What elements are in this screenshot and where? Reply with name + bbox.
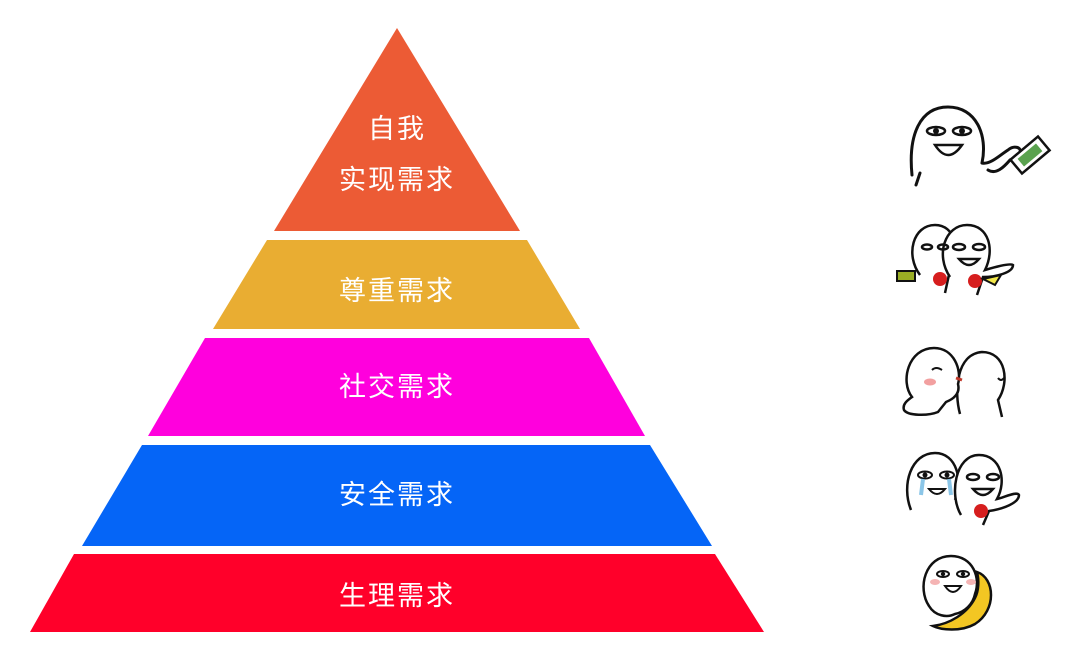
label-self-actualization-line1: 自我 — [368, 114, 426, 145]
label-physiological: 生理需求 — [339, 581, 455, 612]
layer-physiological — [30, 554, 764, 632]
layer-esteem — [213, 240, 580, 329]
two-figures-hugging-icon — [902, 346, 1006, 418]
layer-safety — [82, 445, 712, 546]
two-faces-with-arrows-icon — [896, 223, 1015, 296]
face-holding-banana-icon — [922, 554, 993, 631]
label-self-actualization-line2: 实现需求 — [339, 165, 455, 197]
layer-self-actualization — [274, 28, 520, 231]
pyramid-diagram — [30, 28, 764, 632]
face-throwing-money-icon — [909, 105, 1052, 187]
label-social: 社交需求 — [339, 372, 455, 403]
layer-social — [148, 338, 645, 436]
label-safety: 安全需求 — [339, 480, 455, 511]
label-self-actualization: 自我 实现需求 — [339, 104, 455, 207]
crying-and-stabbed-faces-icon — [905, 451, 1021, 526]
label-esteem: 尊重需求 — [339, 276, 455, 307]
